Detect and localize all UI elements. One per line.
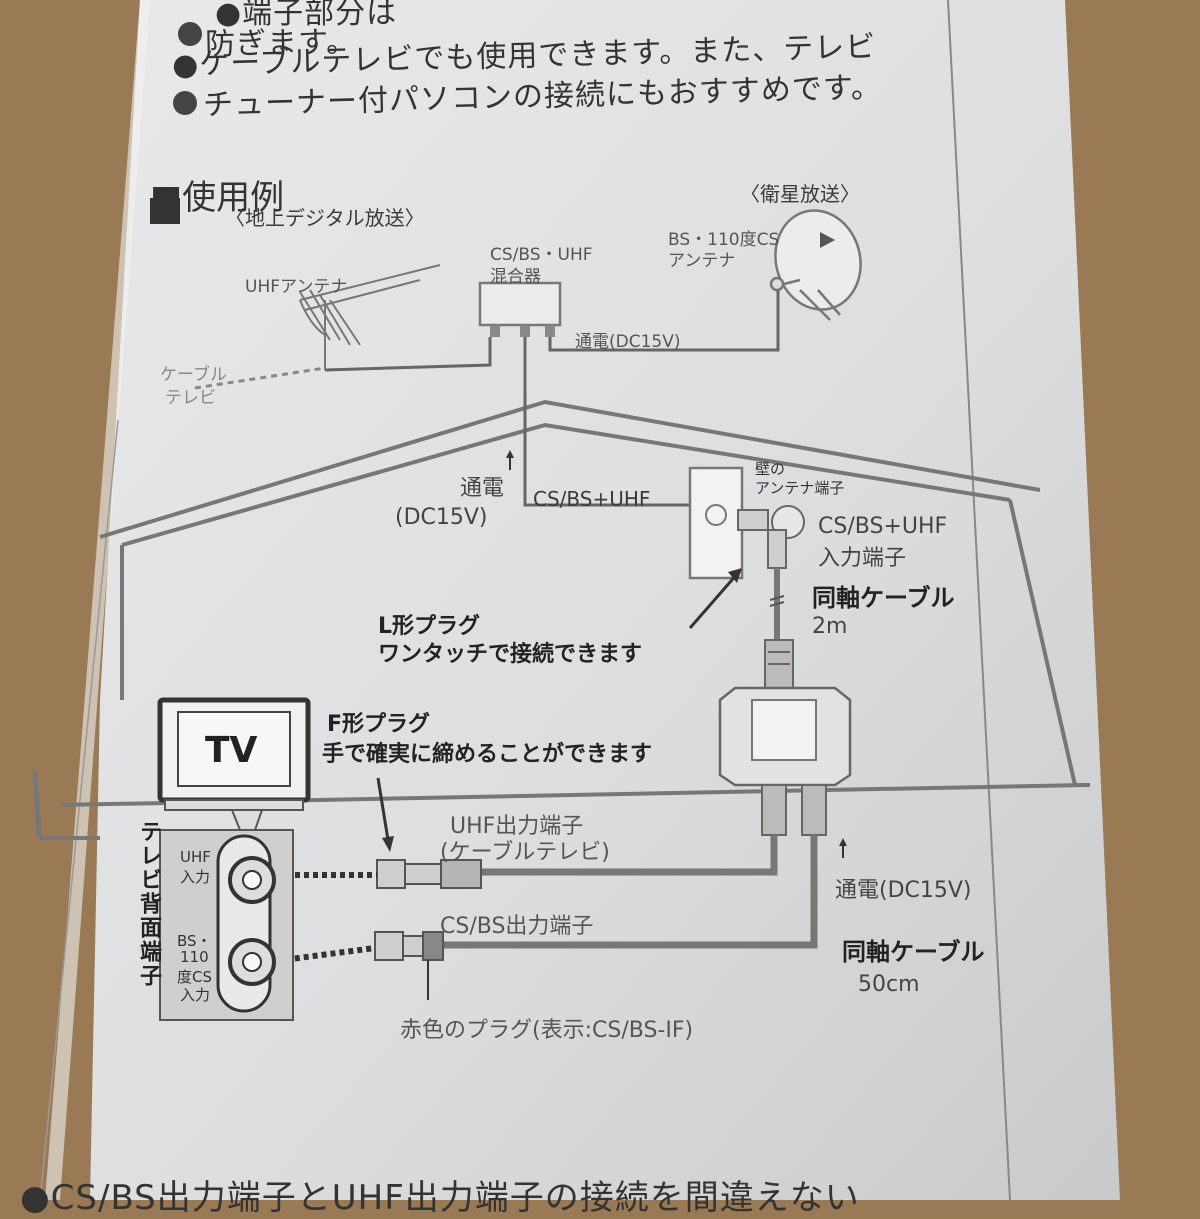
cable-lines [324,290,780,507]
intro-line-partial: ●端子部分は [215,0,398,31]
cable-tv-label-1: ケーブル [160,365,227,385]
splitter-device [718,639,852,836]
uhf-out-label-2: (ケーブルテレビ) [440,840,610,865]
input-terminal-label-2: 入力端子 [818,546,907,571]
f-plug-arrow-icon [376,777,390,841]
wall-antenna-plate [688,466,744,580]
bs-input-label-4: 入力 [180,986,211,1004]
power-left-label-1: 通電 [460,476,505,501]
power-top-label: 通電(DC15V) [575,332,681,352]
section-marker-icon [150,198,180,224]
cs-bs-uhf-line-label: CS/BS+UHF [533,487,651,511]
uhf-antenna-icon [299,264,441,370]
paper-sheet [90,0,1120,1200]
f-plug-icon [376,859,482,889]
mixer-box [478,281,562,337]
coax-50cm-label-2: 50cm [858,972,920,997]
l-plug-label-1: L形プラグ [378,614,481,639]
bs-antenna-label-2: アンテナ [668,251,736,271]
l-plug-label-2: ワンタッチで接続できます [378,642,643,667]
wall-terminal-label-1: 壁の [755,460,786,478]
output-cables [440,835,818,949]
bs-input-label-2: 110 [180,948,209,966]
mixer-label-1: CS/BS・UHF [490,245,593,265]
uhf-input-label-2: 入力 [180,868,211,886]
cable-tv-label-2: テレビ [165,388,216,408]
uhf-input-label-1: UHF [180,848,211,866]
satellite-label: 〈衛星放送〉 [740,182,860,206]
uhf-antenna-label: UHFアンテナ [245,277,348,297]
wall-terminal-label-2: アンテナ端子 [755,479,845,497]
section-title: ■使用例 [150,178,285,218]
bullet-icon [178,22,202,46]
l-plug-arrow-icon [688,572,740,629]
tv-back-label: テレビ背面端子 [136,820,161,988]
terrestrial-label: 〈地上デジタル放送〉 [225,206,425,230]
cs-bs-out-label: CS/BS出力端子 [440,914,594,939]
mixer-label-2: 混合器 [490,267,541,287]
red-plug-label: 赤色のプラグ(表示:CS/BS-IF) [400,1018,694,1043]
power-bottom-label: 通電(DC15V) [835,878,972,903]
coax-2m-label-1: 同軸ケーブル [812,584,955,612]
f-plug-label-1: F形プラグ [327,712,431,737]
f-plug-label-2: 手で確実に締めることができます [322,742,653,767]
power-left-label-2: (DC15V) [395,505,488,530]
bottom-note: ●CS/BS出力端子とUHF出力端子の接続を間違えない [20,1178,860,1218]
l-plug-icon [737,505,805,569]
coax-2m-label-2: 2m [812,614,848,639]
tv-icon [157,697,311,831]
bs-input-label-1: BS・ [177,932,212,950]
bullet-icon [173,91,197,115]
bs-input-label-3: 度CS [177,968,212,986]
red-plug-icon [374,931,444,961]
coax-50cm-label-1: 同軸ケーブル [842,938,985,966]
tv-back-panel [159,829,294,1021]
uhf-out-label-1: UHF出力端子 [450,814,584,839]
tv-label: TV [205,730,258,771]
input-terminal-label-1: CS/BS+UHF [818,514,948,539]
bs-antenna-label-1: BS・110度CS [668,230,780,250]
